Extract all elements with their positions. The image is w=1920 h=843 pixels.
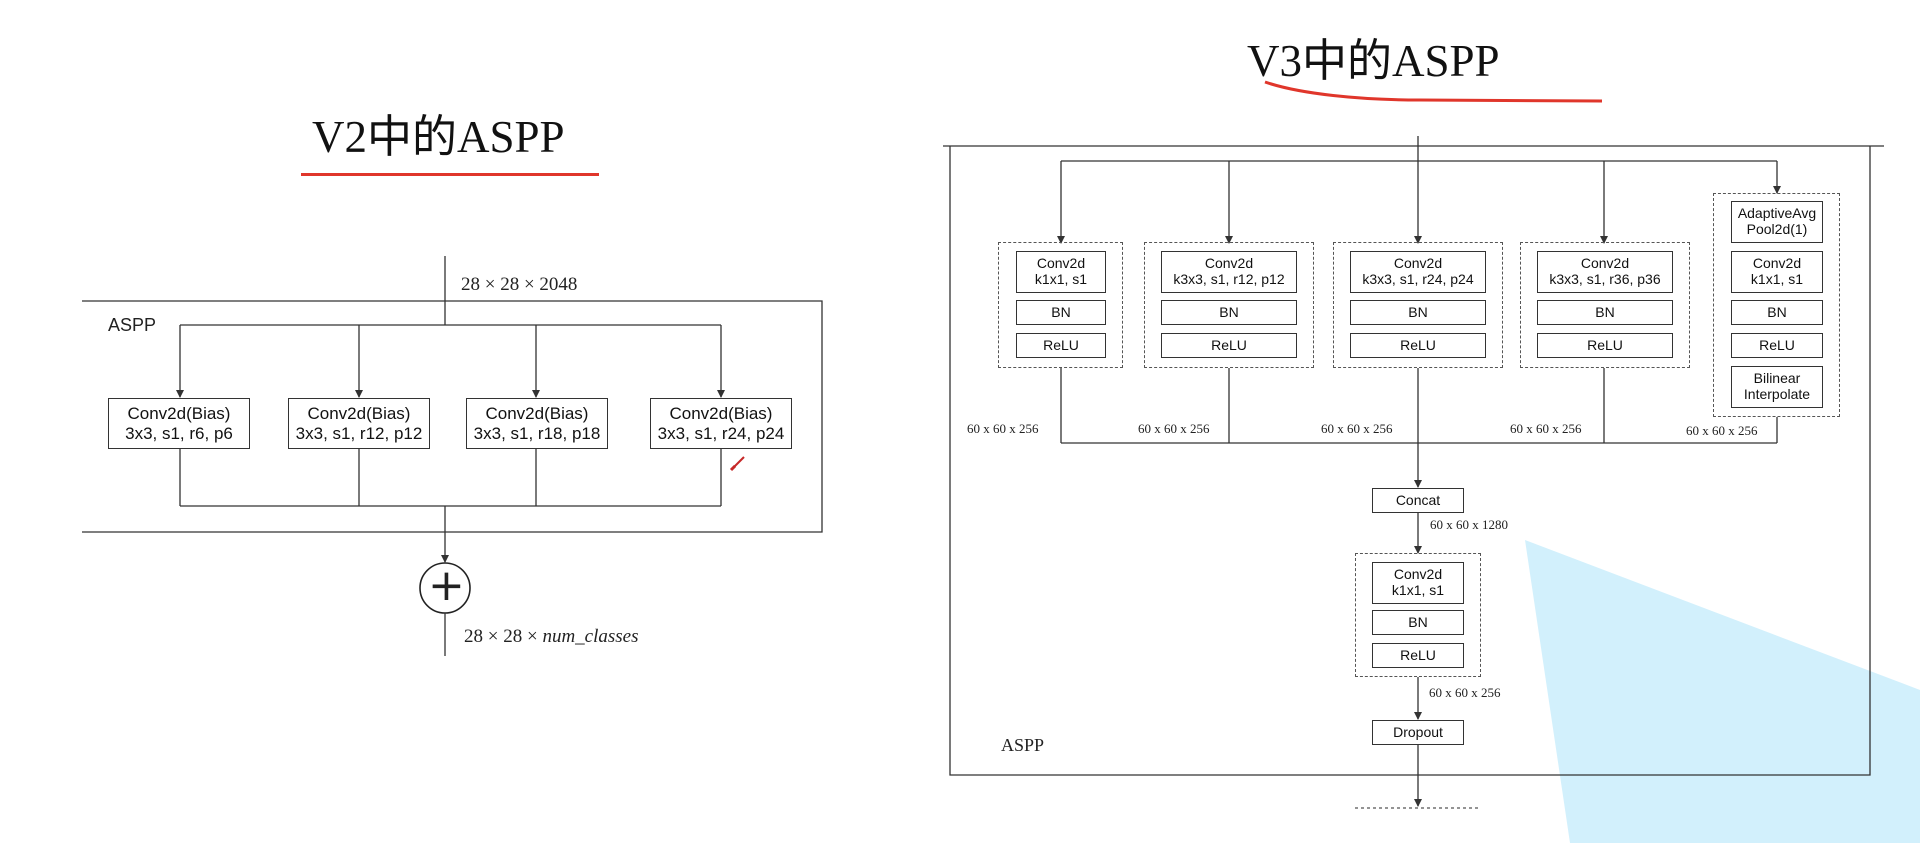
v3-pool-branch-group [1713, 193, 1840, 417]
v3-branch-1-out: 60 x 60 x 256 [967, 421, 1039, 436]
v2-title: V2中的ASPP [312, 112, 565, 162]
v3-branch-4-out: 60 x 60 x 256 [1510, 421, 1582, 436]
v2-branch-2-conv: Conv2d(Bias)3x3, s1, r12, p12 [288, 398, 430, 449]
v3-title: V3中的ASPP [1247, 36, 1500, 86]
v3-branch-1-relu: ReLU [1016, 333, 1106, 358]
v3-branch-1-bn: BN [1016, 300, 1106, 325]
v2-frame-label: ASPP [108, 315, 157, 335]
v2-sum-symbol: + [428, 560, 465, 611]
v3-branch-4-relu: ReLU [1537, 333, 1673, 358]
v3-concat-out: 60 x 60 x 1280 [1430, 517, 1508, 532]
v3-branch-1-conv: Conv2d k1x1, s1 [1016, 251, 1106, 293]
v2-branch-4-conv: Conv2d(Bias)3x3, s1, r24, p24 [650, 398, 792, 449]
v3-branch-4-bn: BN [1537, 300, 1673, 325]
v3-pool-relu: ReLU [1731, 333, 1823, 358]
v3-branch-3-bn: BN [1350, 300, 1486, 325]
v3-branch-2-relu: ReLU [1161, 333, 1297, 358]
v2-branch-1-conv: Conv2d(Bias)3x3, s1, r6, p6 [108, 398, 250, 449]
v2-output-dim-var: num_classes [542, 626, 639, 647]
v3-branch-2-group [1144, 242, 1314, 368]
v3-branch-2-out: 60 x 60 x 256 [1138, 421, 1210, 436]
v2-branch-3-conv: Conv2d(Bias)3x3, s1, r18, p18 [466, 398, 608, 449]
v3-branch-4-conv: Conv2d k3x3, s1, r36, p36 [1537, 251, 1673, 293]
v3-branch-3-group [1333, 242, 1503, 368]
v3-pool-out: 60 x 60 x 256 [1686, 423, 1758, 438]
v3-project-bn: BN [1372, 610, 1464, 635]
v3-branch-3-conv: Conv2d k3x3, s1, r24, p24 [1350, 251, 1486, 293]
v3-project-conv: Conv2d k1x1, s1 [1372, 562, 1464, 604]
v2-output-dim-prefix: 28 × 28 × [464, 626, 543, 647]
v3-branch-4-group [1520, 242, 1690, 368]
v3-pool-bn: BN [1731, 300, 1823, 325]
v3-branch-2-conv: Conv2d k3x3, s1, r12, p12 [1161, 251, 1297, 293]
v3-branch-2-bn: BN [1161, 300, 1297, 325]
v3-branch-3-relu: ReLU [1350, 333, 1486, 358]
v3-project-out: 60 x 60 x 256 [1429, 685, 1501, 700]
v2-input-dim: 28 × 28 × 2048 [461, 274, 578, 295]
v3-dropout: Dropout [1372, 720, 1464, 745]
v3-branch-1-group [998, 242, 1123, 368]
v2-title-underline [301, 173, 599, 176]
v3-frame-label: ASPP [1001, 735, 1045, 755]
v3-pool-conv: Conv2d k1x1, s1 [1731, 251, 1823, 293]
v2-output-dim: 28 × 28 × num_classes [464, 626, 639, 648]
v3-branch-3-out: 60 x 60 x 256 [1321, 421, 1393, 436]
v3-pool-interpolate: Bilinear Interpolate [1731, 366, 1823, 408]
v3-pool-avgpool: AdaptiveAvg Pool2d(1) [1731, 201, 1823, 243]
v3-project-group [1355, 553, 1481, 677]
v3-concat: Concat [1372, 488, 1464, 513]
v3-project-relu: ReLU [1372, 643, 1464, 668]
